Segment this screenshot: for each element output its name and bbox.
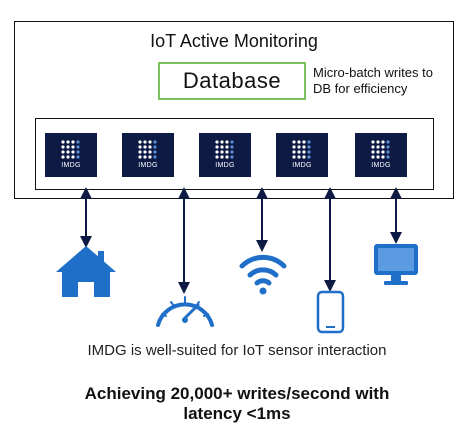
imdg-node-1: IMDG [45, 133, 97, 177]
imdg-node-5: IMDG [355, 133, 407, 177]
diagram-title: IoT Active Monitoring [150, 31, 318, 51]
imdg-node-3: IMDG [199, 133, 251, 177]
imdg-cluster-frame [35, 118, 434, 190]
imdg-node-label: IMDG [215, 162, 235, 169]
imdg-node-label: IMDG [292, 162, 312, 169]
imdg-node-4: IMDG [276, 133, 328, 177]
batch-note: Micro-batch writes to DB for efficiency [313, 65, 433, 97]
database-box: Database [158, 62, 306, 100]
headline: Achieving 20,000+ writes/second with lat… [0, 384, 474, 424]
smartphone-icon [316, 290, 345, 334]
diagram-caption: IMDG is well-suited for IoT sensor inter… [87, 342, 387, 359]
batch-note-line-2: DB for efficiency [313, 81, 408, 96]
grid-icon [61, 140, 80, 159]
headline-line-1: Achieving 20,000+ writes/second with [84, 384, 390, 403]
monitoring-frame [14, 21, 454, 199]
house-icon [56, 246, 116, 297]
gauge-icon [156, 296, 214, 327]
grid-icon [138, 140, 157, 159]
wifi-icon [239, 254, 287, 295]
imdg-node-2: IMDG [122, 133, 174, 177]
batch-note-line-1: Micro-batch writes to [313, 65, 433, 80]
grid-icon [371, 140, 390, 159]
imdg-node-label: IMDG [138, 162, 158, 169]
grid-icon [292, 140, 311, 159]
imdg-node-label: IMDG [371, 162, 391, 169]
monitor-icon [374, 244, 418, 285]
grid-icon [215, 140, 234, 159]
headline-line-2: latency <1ms [183, 404, 291, 423]
imdg-node-label: IMDG [61, 162, 81, 169]
